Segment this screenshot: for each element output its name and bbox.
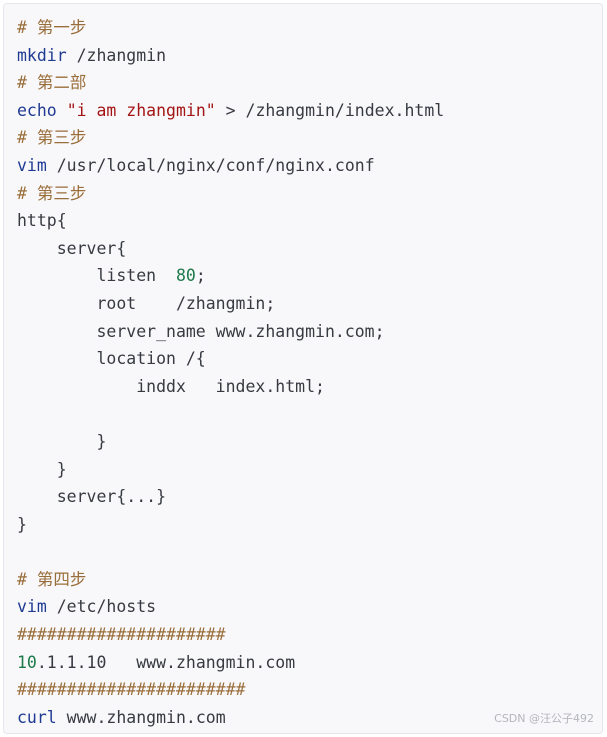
code-block: # 第一步 mkdir /zhangmin # 第二部 echo "i am zhan… (3, 3, 603, 734)
code-line: ​ (17, 538, 444, 566)
code-line: # 第一步 (17, 14, 444, 42)
code-line: # 第三步 (17, 180, 444, 208)
code-token-comment: ##################### (17, 625, 226, 645)
code-line: ##################### (17, 621, 444, 649)
code-token-keyword: echo (17, 100, 57, 120)
code-line: ####################### (17, 676, 444, 704)
code-token-plain (57, 101, 67, 120)
code-line: http{ (17, 207, 444, 235)
code-token-plain: inddx index.html; (17, 376, 325, 396)
code-token-plain: .1.1.10 www.zhangmin.com (36, 652, 296, 672)
code-token-number: 80 (175, 266, 196, 286)
code-line: echo "i am zhangmin" > /zhangmin/index.h… (17, 97, 444, 125)
code-token-plain: server{ (17, 238, 127, 258)
code-token-comment: ####################### (17, 680, 246, 700)
code-line: vim /etc/hosts (17, 593, 444, 621)
code-token-comment: # 第一步 (17, 18, 87, 37)
code-lines: # 第一步 mkdir /zhangmin # 第二部 echo "i am zhan… (17, 14, 444, 731)
code-token-plain: } (17, 514, 27, 534)
code-line: } (17, 511, 444, 539)
code-line: # 第四步 (17, 566, 444, 594)
code-line: server{ (17, 235, 444, 263)
code-line: ​ (17, 400, 444, 428)
code-line: location /{ (17, 345, 444, 373)
code-token-plain: } (17, 431, 107, 451)
code-token-keyword: vim (17, 597, 47, 617)
code-token-plain: http{ (17, 211, 67, 231)
code-token-comment: # 第三步 (17, 128, 87, 148)
code-line: server_name www.zhangmin.com; (17, 318, 444, 346)
code-token-keyword: mkdir (17, 45, 67, 65)
code-line: inddx index.html; (17, 373, 444, 401)
code-line: # 第二部 (17, 69, 444, 97)
code-token-plain: server_name www.zhangmin.com; (17, 321, 385, 341)
watermark: CSDN @汪公子492 (494, 712, 594, 725)
code-line: mkdir /zhangmin (17, 42, 444, 70)
code-line: root /zhangmin; (17, 290, 444, 318)
code-line: listen 80; (17, 262, 444, 290)
code-line: 10.1.1.10 www.zhangmin.com (17, 649, 444, 677)
code-line: } (17, 428, 444, 456)
code-token-plain: /usr/local/nginx/conf/nginx.conf (46, 155, 375, 175)
code-token-plain: /zhangmin (66, 45, 167, 65)
code-token-keyword: vim (17, 155, 47, 175)
code-token-plain: location /{ (17, 349, 206, 369)
code-token-keyword: curl (17, 707, 57, 727)
code-line: } (17, 456, 444, 484)
code-token-plain: ; (195, 266, 206, 286)
code-line: # 第三步 (17, 124, 444, 152)
code-token-plain: > /zhangmin/index.html (215, 100, 445, 120)
code-token-plain: /etc/hosts (46, 597, 157, 617)
code-token-plain: server{...} (17, 487, 167, 507)
code-token-plain: listen (17, 266, 176, 286)
code-token-comment: # 第二部 (17, 73, 87, 93)
code-token-plain: root /zhangmin; (17, 293, 276, 313)
code-token-comment: # 第三步 (17, 183, 87, 203)
code-token-plain: } (17, 459, 67, 479)
code-line: server{...} (17, 483, 444, 511)
code-token-comment: # 第四步 (17, 569, 87, 589)
code-line: vim /usr/local/nginx/conf/nginx.conf (17, 152, 444, 180)
code-token-string: "i am zhangmin" (66, 100, 216, 120)
code-token-number: 10 (17, 652, 37, 672)
code-token-plain: www.zhangmin.com (56, 707, 226, 727)
code-line: curl www.zhangmin.com (17, 704, 444, 732)
